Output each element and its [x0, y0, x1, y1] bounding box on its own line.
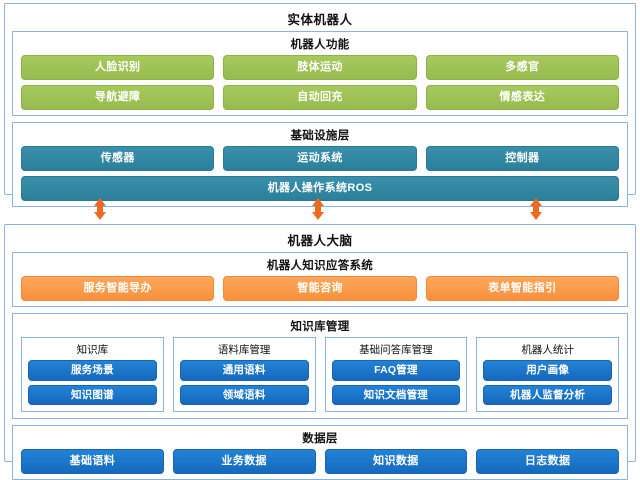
bidirectional-arrow-icon-center [312, 198, 324, 220]
kb-chip-faq-management[interactable]: FAQ管理 [331, 360, 461, 381]
kb-card-title-knowledge-base: 知识库 [76, 344, 109, 356]
kb-card-corpus-management: 语料库管理 通用语料 领域语料 [172, 337, 316, 412]
kb-chip-domain-corpus[interactable]: 领域语料 [179, 384, 309, 405]
infrastructure-chip-controller[interactable]: 控制器 [425, 146, 619, 171]
function-chip-multi-sensory[interactable]: 多感官 [425, 55, 619, 80]
function-chip-navigation-obstacle-avoidance[interactable]: 导航避障 [21, 85, 215, 110]
infrastructure-chip-sensor[interactable]: 传感器 [21, 146, 215, 171]
kb-card-faq-management: 基础问答库管理 FAQ管理 知识文档管理 [324, 337, 468, 412]
kb-chip-general-corpus[interactable]: 通用语料 [179, 360, 309, 381]
qa-chip-smart-consultation[interactable]: 智能咨询 [223, 276, 417, 301]
qa-system-section: 机器人知识应答系统 服务智能导办 智能咨询 表单智能指引 [12, 252, 628, 307]
infrastructure-layer-title: 基础设施层 [290, 130, 350, 142]
knowledge-management-cards: 知识库 服务场景 知识图谱 语料库管理 通用语料 领域语料 基础问答库管理 FA… [13, 337, 627, 418]
function-chip-emotional-expression[interactable]: 情感表达 [425, 85, 619, 110]
kb-chip-knowledge-document-management[interactable]: 知识文档管理 [331, 384, 461, 405]
kb-chip-user-profile[interactable]: 用户画像 [483, 360, 612, 381]
knowledge-management-title: 知识库管理 [290, 321, 350, 333]
qa-system-title: 机器人知识应答系统 [266, 260, 374, 272]
infrastructure-layer-section: 基础设施层 传感器 运动系统 控制器 机器人操作系统ROS [12, 122, 628, 207]
kb-card-title-robot-statistics: 机器人统计 [521, 344, 574, 356]
data-chip-base-corpus[interactable]: 基础语料 [21, 449, 164, 474]
kb-card-knowledge-base: 知识库 服务场景 知识图谱 [21, 337, 164, 412]
physical-robot-title: 实体机器人 [287, 13, 353, 27]
bidirectional-arrow-icon-left [94, 198, 106, 220]
robot-functions-section: 机器人功能 人脸识别 肢体运动 多感官 导航避障 自动回充 情感表达 [12, 31, 628, 116]
qa-system-row: 服务智能导办 智能咨询 表单智能指引 [13, 276, 627, 306]
data-layer-section: 数据层 基础语料 业务数据 知识数据 日志数据 [12, 425, 628, 480]
connector-arrow-group [0, 198, 640, 222]
robot-brain-title: 机器人大脑 [287, 234, 353, 248]
data-chip-log-data[interactable]: 日志数据 [476, 449, 619, 474]
qa-chip-form-smart-guide[interactable]: 表单智能指引 [425, 276, 619, 301]
physical-robot-panel: 实体机器人 机器人功能 人脸识别 肢体运动 多感官 导航避障 自动回充 情感表达… [4, 3, 636, 207]
kb-chip-knowledge-graph[interactable]: 知识图谱 [28, 384, 157, 405]
bidirectional-arrow-icon-right [530, 198, 542, 220]
robot-functions-title: 机器人功能 [290, 39, 350, 51]
data-chip-business-data[interactable]: 业务数据 [172, 449, 316, 474]
kb-chip-service-scenario[interactable]: 服务场景 [28, 360, 157, 381]
data-chip-knowledge-data[interactable]: 知识数据 [324, 449, 468, 474]
data-layer-title: 数据层 [302, 433, 338, 445]
kb-card-title-corpus-management: 语料库管理 [217, 344, 271, 356]
robot-brain-panel: 机器人大脑 机器人知识应答系统 服务智能导办 智能咨询 表单智能指引 知识库管理… [4, 224, 636, 480]
kb-chip-robot-supervision-analysis[interactable]: 机器人监督分析 [483, 384, 612, 405]
function-chip-auto-recharge[interactable]: 自动回充 [223, 85, 417, 110]
architecture-diagram: 实体机器人 机器人功能 人脸识别 肢体运动 多感官 导航避障 自动回充 情感表达… [0, 3, 640, 480]
function-chip-limb-motion[interactable]: 肢体运动 [223, 55, 417, 80]
knowledge-management-section: 知识库管理 知识库 服务场景 知识图谱 语料库管理 通用语料 领域语料 基础问答… [12, 313, 628, 419]
infrastructure-row-1: 传感器 运动系统 控制器 [13, 146, 627, 176]
function-chip-face-recognition[interactable]: 人脸识别 [21, 55, 215, 80]
data-layer-row: 基础语料 业务数据 知识数据 日志数据 [13, 449, 627, 479]
infrastructure-row-2: 机器人操作系统ROS [13, 176, 627, 206]
robot-functions-row-2: 导航避障 自动回充 情感表达 [13, 85, 627, 115]
kb-card-robot-statistics: 机器人统计 用户画像 机器人监督分析 [476, 337, 619, 412]
kb-card-title-faq-management: 基础问答库管理 [359, 344, 433, 356]
infrastructure-chip-motion-system[interactable]: 运动系统 [223, 146, 417, 171]
qa-chip-service-smart-guidance[interactable]: 服务智能导办 [21, 276, 215, 301]
infrastructure-chip-ros[interactable]: 机器人操作系统ROS [21, 176, 619, 201]
robot-functions-row-1: 人脸识别 肢体运动 多感官 [13, 55, 627, 85]
